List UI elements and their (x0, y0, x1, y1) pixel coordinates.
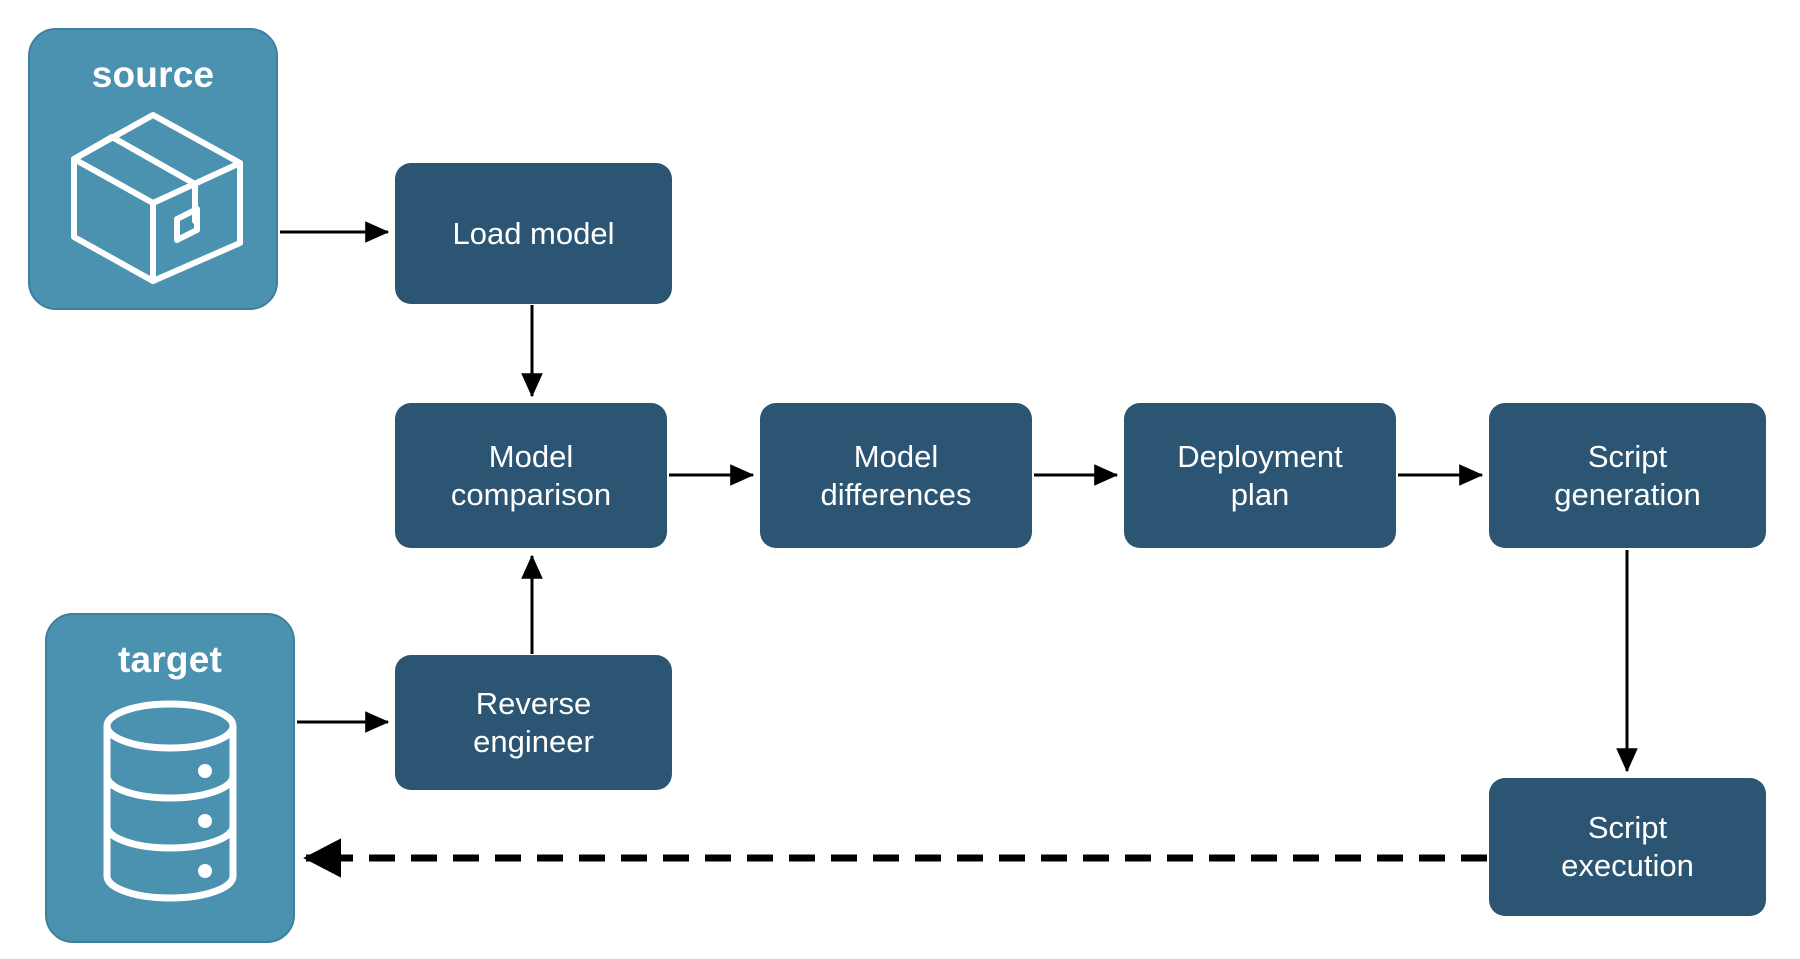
process-script-generation[interactable]: Script generation (1489, 403, 1766, 548)
process-script-execution[interactable]: Script execution (1489, 778, 1766, 916)
process-script-generation-text: Script generation (1554, 438, 1701, 512)
process-script-execution-text: Script execution (1561, 810, 1694, 883)
endpoint-source-label: source (91, 54, 215, 95)
endpoint-target[interactable]: target (45, 613, 295, 943)
process-model-differences-text: Model differences (820, 438, 972, 512)
process-reverse-engineer-text: Reverse engineer (473, 685, 594, 759)
process-load-model-text: Load model (452, 215, 615, 251)
package-box-icon (60, 109, 246, 292)
process-model-comparison[interactable]: Model comparison (395, 403, 667, 548)
endpoint-target-label: target (118, 639, 222, 680)
process-load-model[interactable]: Load model (395, 163, 672, 304)
endpoint-source[interactable]: source (28, 28, 278, 310)
process-model-differences[interactable]: Model differences (760, 403, 1032, 548)
process-deployment-plan-text: Deployment plan (1177, 438, 1343, 512)
process-model-comparison-text: Model comparison (450, 438, 612, 512)
process-reverse-engineer[interactable]: Reverse engineer (395, 655, 672, 790)
database-cylinder-icon (95, 696, 245, 911)
process-deployment-plan[interactable]: Deployment plan (1124, 403, 1396, 548)
